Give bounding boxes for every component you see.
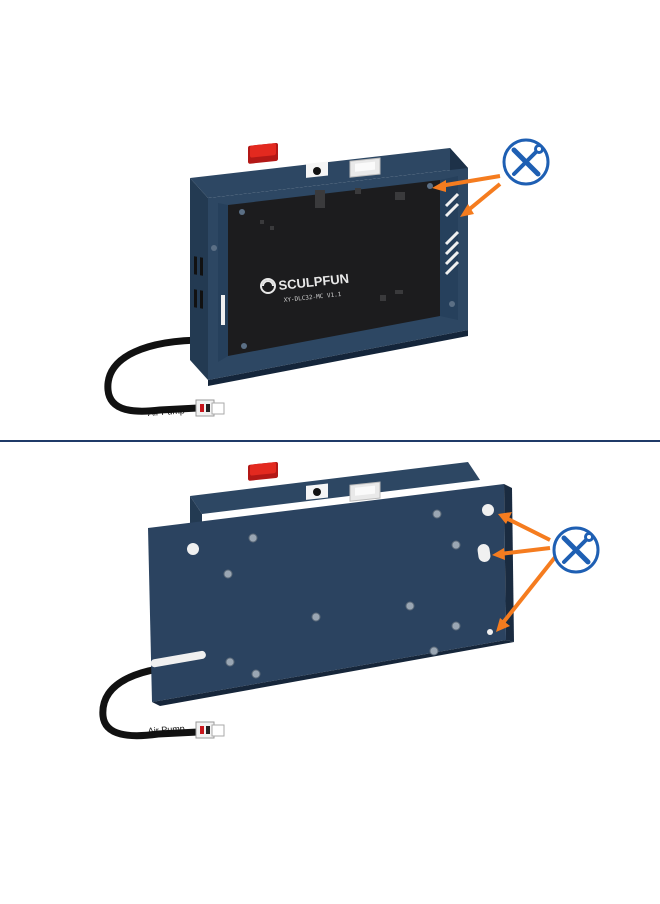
brand-name: SCULPFUN [278,271,350,293]
box-top-rim [190,148,468,198]
usb-port [349,481,381,502]
power-switch [248,142,278,164]
panel-divider [0,440,660,442]
inner-screws [211,183,455,349]
cable-connector [195,399,225,417]
board-components [260,188,405,301]
dc-jack [306,161,328,178]
callout-arrows [432,174,502,217]
usb-port [349,157,381,178]
back-plate-view: Air Pump [0,444,660,904]
open-box-view: Air Pump [0,0,660,440]
cable-label: Air Pump [147,723,185,736]
controller-board [228,180,440,356]
dc-jack [306,483,328,500]
back-plate [148,484,506,702]
mounting-holes [187,504,494,635]
box-top-rim [190,462,480,514]
power-switch [248,461,278,481]
cable-slot [150,650,206,668]
box-left-side [190,178,208,380]
screwdriver-wrench-icon [502,138,550,186]
plate-screws [223,509,461,679]
screwdriver-wrench-icon [552,526,600,574]
left-vents [194,256,203,309]
cable-connector [195,721,225,739]
air-pump-cable [104,336,209,415]
brand-logo [260,278,276,294]
cable-label: Air Pump [147,405,185,418]
open-box-illustration: Air Pump [104,138,550,418]
side-slot [221,295,225,325]
callout-arrows [492,512,558,632]
right-vents [444,192,460,276]
back-plate-illustration: Air Pump [99,461,600,740]
